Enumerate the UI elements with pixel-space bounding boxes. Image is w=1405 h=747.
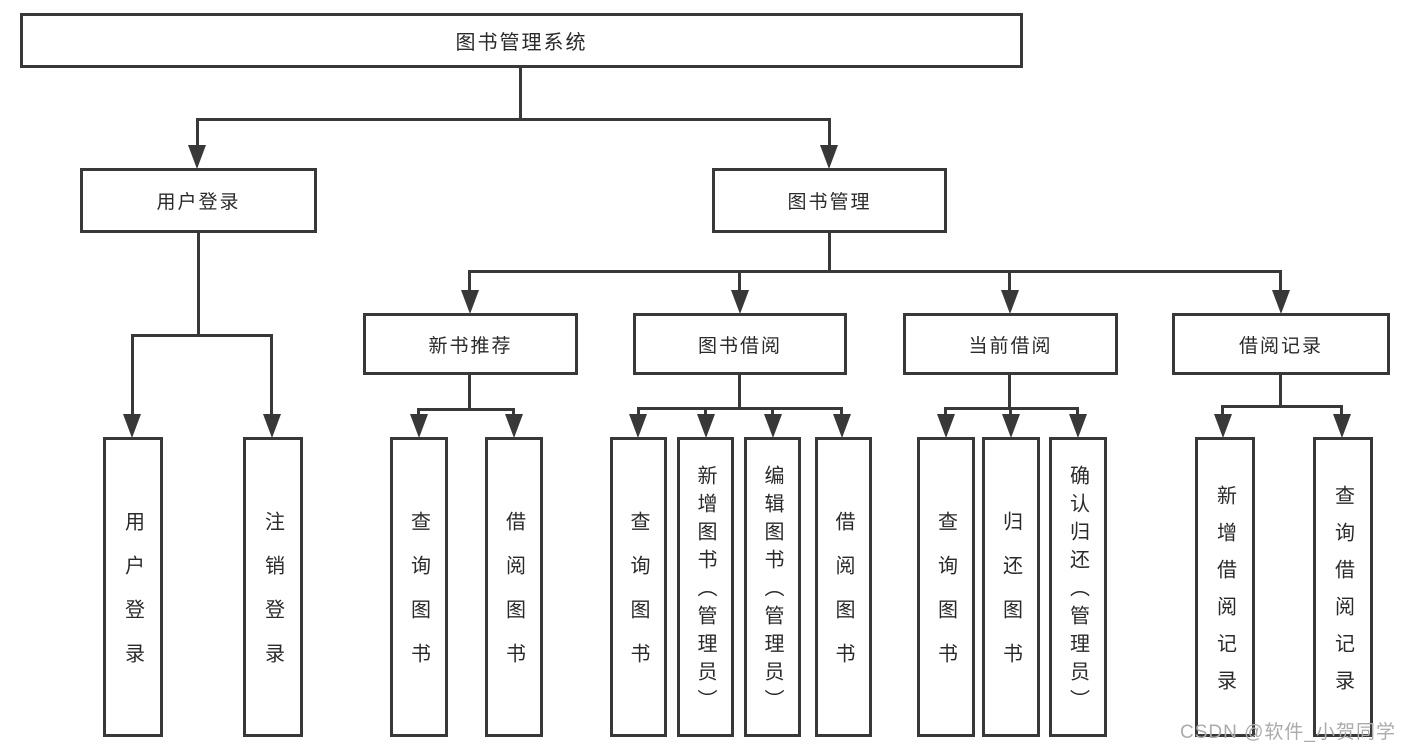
arrow-down-icon [1002, 414, 1020, 438]
connector-line [1076, 407, 1079, 416]
leaf-confirm-return-admin-label: 确认归还（管理员） [1066, 465, 1089, 717]
connector-line [828, 118, 831, 148]
connector-line [637, 407, 843, 410]
connector-line [738, 375, 741, 409]
node-book-management-label: 图书管理 [787, 192, 872, 213]
node-borrow-records-label: 借阅记录 [1238, 335, 1323, 357]
connector-line [1279, 375, 1282, 407]
arrow-down-icon [833, 414, 851, 438]
leaf-query-books-current-label: 查询图书 [934, 511, 957, 687]
leaf-add-book-admin-label: 新增图书（管理员） [694, 465, 716, 717]
leaf-add-book-admin: 新增图书（管理员） [677, 437, 734, 737]
connector-line [196, 118, 831, 121]
node-root: 图书管理系统 [20, 13, 1023, 68]
leaf-borrow-books-recommend-label: 借阅图书 [502, 511, 525, 687]
node-book-management: 图书管理 [712, 168, 947, 233]
arrow-down-icon [731, 290, 749, 314]
node-book-borrow-label: 图书借阅 [697, 335, 782, 357]
leaf-add-borrow-record-label: 新增借阅记录 [1213, 484, 1236, 707]
node-current-borrow: 当前借阅 [903, 313, 1118, 375]
connector-line [519, 68, 522, 120]
leaf-logout: 注销登录 [243, 437, 303, 737]
arrow-down-icon [1333, 414, 1351, 438]
node-root-label: 图书管理系统 [455, 32, 588, 54]
arrow-down-icon [1001, 290, 1019, 314]
connector-line [1009, 407, 1012, 416]
leaf-query-borrow-record: 查询借阅记录 [1313, 437, 1373, 737]
leaf-edit-book-admin-label: 编辑图书（管理员） [761, 465, 783, 717]
connector-line [197, 233, 200, 334]
leaf-edit-book-admin: 编辑图书（管理员） [744, 437, 801, 737]
connector-line [1008, 375, 1011, 409]
connector-line [828, 233, 831, 272]
connector-line [468, 270, 471, 292]
connector-line [1221, 405, 1343, 408]
leaf-user-login-label: 用户登录 [121, 511, 144, 687]
node-book-borrow: 图书借阅 [633, 313, 847, 375]
leaf-confirm-return-admin: 确认归还（管理员） [1049, 437, 1107, 737]
leaf-query-borrow-record-label: 查询借阅记录 [1331, 484, 1354, 707]
arrow-down-icon [764, 414, 782, 438]
arrow-down-icon [697, 414, 715, 438]
connector-line [1340, 405, 1343, 416]
connector-line [131, 334, 273, 337]
arrow-down-icon [263, 414, 281, 438]
connector-line [417, 408, 515, 411]
arrow-down-icon [820, 145, 838, 169]
arrow-down-icon [461, 290, 479, 314]
leaf-query-books-recommend: 查询图书 [390, 437, 448, 737]
arrow-down-icon [1272, 290, 1290, 314]
connector-line [944, 407, 947, 416]
connector-line [468, 375, 471, 410]
leaf-add-borrow-record: 新增借阅记录 [1195, 437, 1255, 737]
arrow-down-icon [123, 414, 141, 438]
leaf-borrow-books-recommend: 借阅图书 [485, 437, 543, 737]
node-current-borrow-label: 当前借阅 [968, 335, 1053, 357]
connector-line [468, 270, 1282, 273]
node-user-login-label: 用户登录 [156, 192, 241, 213]
arrow-down-icon [505, 414, 523, 438]
leaf-return-book: 归还图书 [982, 437, 1040, 737]
connector-line [738, 270, 741, 292]
connector-line [637, 407, 640, 416]
leaf-query-books-borrow: 查询图书 [610, 437, 667, 737]
connector-line [1279, 270, 1282, 292]
arrow-down-icon [1214, 414, 1232, 438]
connector-line [417, 408, 420, 417]
node-borrow-records: 借阅记录 [1172, 313, 1390, 375]
connector-line [771, 407, 774, 416]
arrow-down-icon [937, 414, 955, 438]
connector-line [704, 407, 707, 416]
arrow-down-icon [410, 414, 428, 438]
connector-line [840, 407, 843, 416]
csdn-watermark: CSDN @软件_小贺同学 [1180, 722, 1396, 743]
node-new-book-recommend-label: 新书推荐 [428, 335, 513, 357]
leaf-query-books-borrow-label: 查询图书 [627, 511, 649, 687]
leaf-borrow-books: 借阅图书 [815, 437, 872, 737]
connector-line [131, 334, 134, 416]
connector-line [196, 118, 199, 148]
leaf-logout-label: 注销登录 [261, 511, 284, 687]
node-user-login: 用户登录 [80, 168, 317, 233]
connector-line [1221, 405, 1224, 416]
connector-line [1008, 270, 1011, 292]
leaf-return-book-label: 归还图书 [999, 511, 1022, 687]
connector-line [270, 334, 273, 416]
arrow-down-icon [629, 414, 647, 438]
arrow-down-icon [1069, 414, 1087, 438]
arrow-down-icon [188, 145, 206, 169]
leaf-query-books-current: 查询图书 [917, 437, 975, 737]
leaf-borrow-books-label: 借阅图书 [832, 511, 854, 687]
connector-line [512, 408, 515, 417]
leaf-query-books-recommend-label: 查询图书 [407, 511, 430, 687]
node-new-book-recommend: 新书推荐 [363, 313, 578, 375]
leaf-user-login: 用户登录 [103, 437, 163, 737]
